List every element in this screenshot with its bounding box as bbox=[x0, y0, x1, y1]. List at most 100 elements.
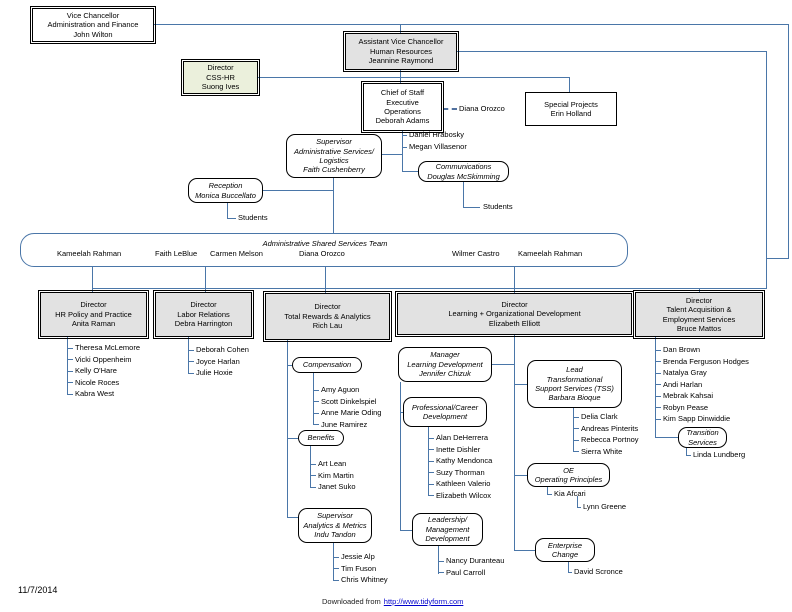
staff-name: Nancy Duranteau bbox=[438, 555, 504, 567]
node-supervisor-analytics: Supervisor Analytics & Metrics Indu Tand… bbox=[298, 508, 372, 543]
connector-line bbox=[547, 487, 548, 495]
connector-line bbox=[514, 475, 527, 476]
node-supervisor-admin-services: Supervisor Administrative Services/ Logi… bbox=[286, 134, 382, 178]
staff-name: Sierra White bbox=[573, 446, 639, 458]
node-director-total-rewards: Director Total Rewards & Analytics Rich … bbox=[263, 291, 392, 342]
connector-line bbox=[402, 131, 403, 172]
connector-line bbox=[402, 135, 407, 136]
connector-line bbox=[313, 373, 314, 425]
staff-name: Janet Suko bbox=[310, 481, 356, 493]
shared-team-member: Wilmer Castro bbox=[452, 249, 500, 258]
label-students: Students bbox=[483, 202, 513, 211]
connector-line bbox=[514, 384, 527, 385]
connector-line bbox=[263, 190, 333, 191]
connector-line bbox=[154, 24, 789, 25]
connector-line bbox=[568, 562, 569, 573]
node-communications: Communications Douglas McSkimming bbox=[418, 161, 509, 182]
node-enterprise-change: Enterprise Change bbox=[535, 538, 595, 562]
staff-name: Jessie Alp bbox=[333, 551, 388, 563]
connector-line bbox=[514, 550, 535, 551]
node-director-hr-policy: Director HR Policy and Practice Anita Ra… bbox=[38, 290, 149, 339]
node-transition-services: Transition Services bbox=[678, 427, 727, 448]
connector-line bbox=[400, 530, 412, 531]
connector-line bbox=[287, 517, 298, 518]
footer-link[interactable]: http://www.tidyform.com bbox=[383, 597, 464, 606]
staff-name: Elizabeth Wilcox bbox=[428, 490, 492, 502]
label-kia-afcari: Kia Afcari bbox=[554, 489, 586, 498]
node-director-talent-acquisition: Director Talent Acquisition & Employment… bbox=[633, 290, 765, 339]
label-megan-villasenor: Megan Villasenor bbox=[409, 142, 467, 151]
label-linda-lundberg: Linda Lundberg bbox=[693, 450, 746, 459]
staff-name: Andi Harlan bbox=[655, 379, 749, 391]
connector-line bbox=[568, 572, 572, 573]
connector-line bbox=[333, 543, 334, 581]
connector-line bbox=[514, 335, 515, 551]
staff-name: Delia Clark bbox=[573, 411, 639, 423]
staff-name: Nicole Roces bbox=[67, 377, 140, 389]
connector-line bbox=[400, 24, 401, 34]
connector-line bbox=[333, 178, 334, 233]
connector-line bbox=[258, 77, 569, 78]
shared-team-member: Kameelah Rahman bbox=[57, 249, 122, 258]
connector-line bbox=[438, 546, 439, 574]
connector-line bbox=[699, 288, 700, 293]
staff-name: Kathleen Valerio bbox=[428, 478, 492, 490]
connector-line bbox=[766, 258, 789, 259]
label-students: Students bbox=[238, 213, 268, 222]
connector-line bbox=[402, 171, 418, 172]
connector-line bbox=[788, 24, 789, 259]
node-oe-operating-principles: OE Operating Principles bbox=[527, 463, 610, 487]
label-lynn-greene: Lynn Greene bbox=[583, 502, 627, 511]
connector-line bbox=[514, 267, 515, 293]
staff-name: Chris Whitney bbox=[333, 574, 388, 586]
staff-name: Paul Carroll bbox=[438, 567, 504, 579]
shared-team-member: Kameelah Rahman bbox=[518, 249, 583, 258]
connector-line bbox=[287, 340, 288, 518]
connector-line bbox=[577, 496, 578, 508]
node-special-projects: Special Projects Erin Holland bbox=[525, 92, 617, 126]
connector-line bbox=[400, 382, 401, 531]
node-benefits: Benefits bbox=[298, 430, 344, 446]
staff-name: Inette Dishler bbox=[428, 444, 492, 456]
node-reception: Reception Monica Buccellato bbox=[188, 178, 263, 203]
connector-line bbox=[463, 182, 464, 208]
connector-line bbox=[400, 412, 404, 413]
connector-line bbox=[463, 207, 480, 208]
connector-line bbox=[92, 260, 93, 292]
connector-line bbox=[92, 288, 767, 289]
staff-name: Julie Hoxie bbox=[188, 367, 249, 379]
staff-name: Joyce Harlan bbox=[188, 356, 249, 368]
staff-name: Kim Sapp Dinwiddie bbox=[655, 413, 749, 425]
connector-line bbox=[287, 365, 292, 366]
staff-name: Robyn Pease bbox=[655, 402, 749, 414]
connector-line bbox=[686, 455, 691, 456]
node-manager-learning-development: Manager Learning Development Jennifer Ch… bbox=[398, 347, 492, 382]
node-director-learning-od: Director Learning + Organizational Devel… bbox=[395, 291, 634, 337]
connector-line bbox=[382, 154, 402, 155]
staff-name: June Ramirez bbox=[313, 419, 381, 431]
footer-credit-text: Downloaded from bbox=[322, 597, 381, 606]
staff-name: Kathy Mendonca bbox=[428, 455, 492, 467]
connector-line bbox=[655, 337, 656, 438]
staff-name: Theresa McLemore bbox=[67, 342, 140, 354]
staff-name: Natalya Gray bbox=[655, 367, 749, 379]
staff-name: Suzy Thorman bbox=[428, 467, 492, 479]
connector-line bbox=[188, 337, 189, 374]
dashed-connector bbox=[443, 108, 457, 110]
node-assistant-vice-chancellor: Assistant Vice Chancellor Human Resource… bbox=[343, 31, 459, 72]
staff-name: Art Lean bbox=[310, 458, 356, 470]
shared-team-member: Carmen Melson bbox=[210, 249, 263, 258]
shared-team-member: Diana Orozco bbox=[299, 249, 345, 258]
connector-line bbox=[547, 494, 552, 495]
connector-line bbox=[287, 438, 298, 439]
shared-team-title: Administrative Shared Services Team bbox=[262, 239, 388, 248]
